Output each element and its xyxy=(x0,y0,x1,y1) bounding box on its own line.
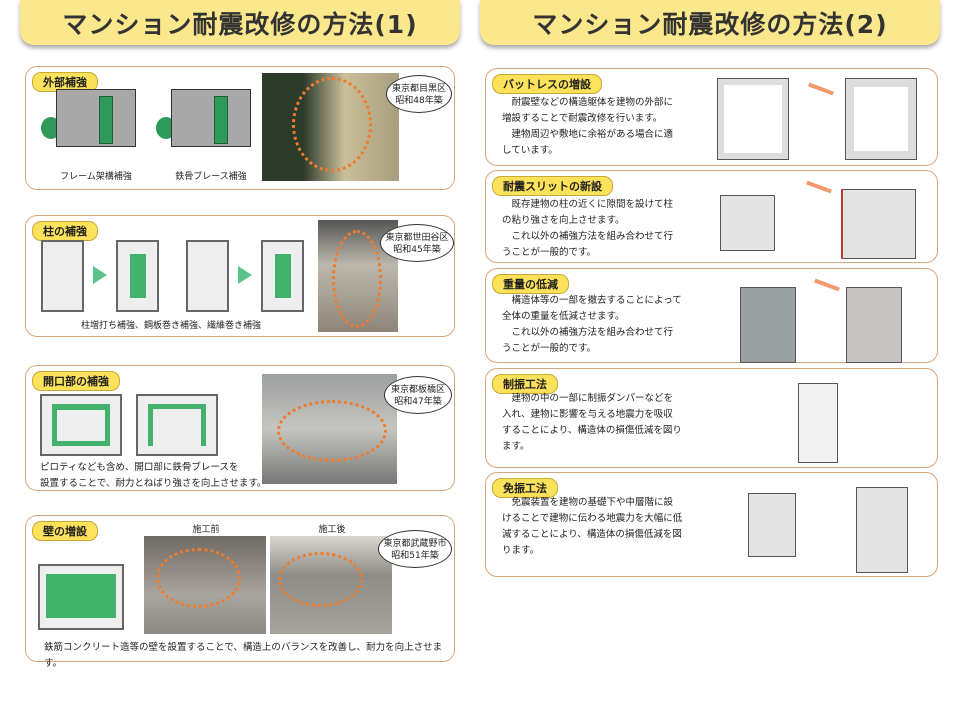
opening-brace-illustration xyxy=(40,394,122,456)
photo-before xyxy=(144,536,266,634)
panel-buttress: バットレスの増設 耐震壁などの構造躯体を建物の外部に 増設することで耐震改修を行… xyxy=(485,68,938,166)
tag-wall: 壁の増設 xyxy=(32,521,98,541)
location-callout: 東京都世田谷区昭和45年築 xyxy=(380,224,454,262)
location-callout: 東京都板橋区昭和47年築 xyxy=(384,376,452,414)
opening-text: ピロティなども含め、開口部に鉄骨ブレースを 設置することで、耐力とねばり強さを向… xyxy=(40,462,267,489)
weight-after-illustration xyxy=(846,287,902,363)
tag-opening: 開口部の補強 xyxy=(32,371,120,391)
slit-before-illustration xyxy=(720,195,775,251)
panel-column: 柱の補強 柱増打ち補強、鋼板巻き補強、繊維巻き補強 東京都世田谷区昭和45年築 xyxy=(25,215,455,337)
isolation-base-illustration xyxy=(748,493,796,557)
buttress-before-illustration xyxy=(717,78,789,160)
arrow-icon xyxy=(814,278,840,292)
arrow-icon xyxy=(806,180,832,194)
title-banner-2: マンション耐震改修の方法(2) xyxy=(480,0,940,45)
weight-before-illustration xyxy=(740,287,796,363)
buttress-text: 耐震壁などの構造躯体を建物の外部に 増設することで耐震改修を行います。 建物周辺… xyxy=(502,97,674,156)
buttress-after-illustration xyxy=(845,78,917,160)
caption-column: 柱増打ち補強、鋼板巻き補強、繊維巻き補強 xyxy=(80,321,261,331)
column-before-illustration xyxy=(186,240,229,312)
building-brace-illustration xyxy=(171,89,251,147)
tag-weight: 重量の低減 xyxy=(492,274,569,294)
panel-wall: 壁の増設 施工前 施工後 東京都武蔵野市昭和51年築 鉄筋コンクリート造等の壁を… xyxy=(25,515,455,669)
column-before-illustration xyxy=(41,240,84,312)
photo-after xyxy=(270,536,392,634)
panel-opening: 開口部の補強 ピロティなども含め、開口部に鉄骨ブレースを 設置することで、耐力と… xyxy=(25,365,455,491)
panel-damping: 制振工法 建物の中の一部に制振ダンパーなどを 入れ、建物に影響を与える地震力を吸… xyxy=(485,368,938,468)
arrow-icon xyxy=(93,266,107,284)
arrow-icon xyxy=(808,82,834,96)
tag-isolation: 免振工法 xyxy=(492,478,558,498)
panel-exterior: 外部補強 フレーム架構補強 鉄骨ブレース補強 東京都目黒区昭和48年築 xyxy=(25,66,455,190)
weight-text: 構造体等の一部を撤去することによって 全体の重量を低減させます。 これ以外の補強… xyxy=(502,295,682,354)
arrow-icon xyxy=(238,266,252,284)
opening-brace-illustration xyxy=(136,394,218,456)
location-callout: 東京都目黒区昭和48年築 xyxy=(386,75,452,113)
panel-slit: 耐震スリットの新設 既存建物の柱の近くに隙間を設けて柱 の粘り強さを向上させます… xyxy=(485,170,938,263)
tag-slit: 耐震スリットの新設 xyxy=(492,176,613,196)
slit-text: 既存建物の柱の近くに隙間を設けて柱 の粘り強さを向上させます。 これ以外の補強方… xyxy=(502,199,674,258)
slit-after-illustration xyxy=(841,189,916,259)
caption-brace: 鉄骨ブレース補強 xyxy=(175,172,247,182)
damping-text: 建物の中の一部に制振ダンパーなどを 入れ、建物に影響を与える地震力を吸収 するこ… xyxy=(502,393,682,452)
panel-weight: 重量の低減 構造体等の一部を撤去することによって 全体の重量を低減させます。 こ… xyxy=(485,268,938,363)
caption-frame: フレーム架構補強 xyxy=(60,172,132,182)
panel-isolation: 免振工法 免震装置を建物の基礎下や中層階に設 けることで建物に伝わる地震力を大幅… xyxy=(485,472,938,577)
label-before: 施工前 xyxy=(192,525,220,535)
damping-illustration xyxy=(798,383,838,463)
column-after-illustration xyxy=(116,240,159,312)
tag-buttress: バットレスの増設 xyxy=(492,74,602,94)
tag-column: 柱の補強 xyxy=(32,221,98,241)
tag-damping: 制振工法 xyxy=(492,374,558,394)
label-after: 施工後 xyxy=(318,525,346,535)
location-callout: 東京都武蔵野市昭和51年築 xyxy=(378,530,452,568)
photo-opening xyxy=(262,374,397,484)
column-after-illustration xyxy=(261,240,304,312)
wall-text: 鉄筋コンクリート造等の壁を設置することで、構造上のバランスを改善し、耐力を向上さ… xyxy=(44,642,443,669)
isolation-mid-illustration xyxy=(856,487,908,573)
building-frame-illustration xyxy=(56,89,136,147)
wall-illustration xyxy=(38,564,124,630)
title-banner-1: マンション耐震改修の方法(1) xyxy=(20,0,460,45)
isolation-text: 免震装置を建物の基礎下や中層階に設 けることで建物に伝わる地震力を大幅に低 減す… xyxy=(502,497,683,556)
photo-exterior xyxy=(262,73,399,181)
